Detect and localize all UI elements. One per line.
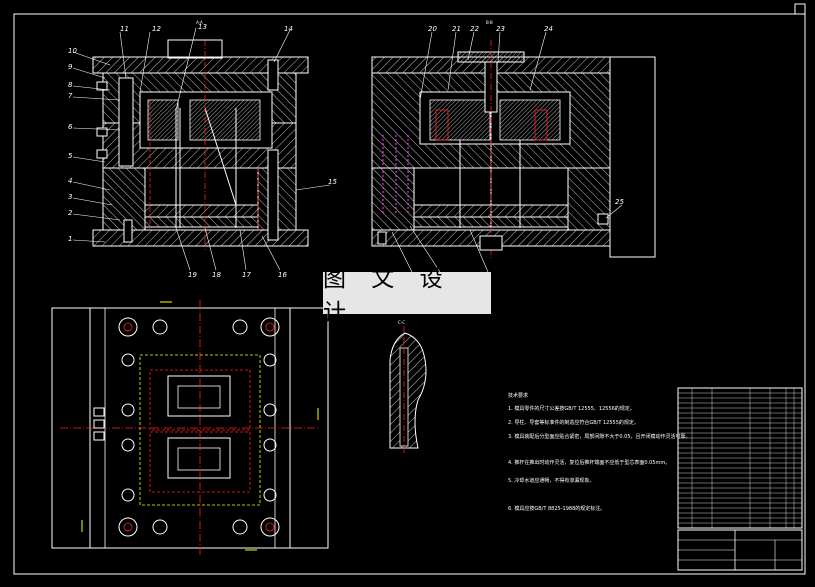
svg-text:23: 23 xyxy=(496,25,505,33)
tech-item: 2. 导柱、导套等标准件的制造应符合GB/T 12555的规定。 xyxy=(508,419,639,426)
watermark-label: 图 文 设 计 xyxy=(323,266,491,326)
svg-text:11: 11 xyxy=(120,25,129,33)
callouts-left xyxy=(72,27,331,271)
callouts-right xyxy=(391,31,623,273)
title-block xyxy=(677,529,803,571)
sheet-border xyxy=(13,13,806,575)
svg-text:24: 24 xyxy=(544,25,553,33)
tech-item: 1. 模具零件的尺寸公差按GB/T 12555、12556的规定。 xyxy=(508,405,635,412)
section-mark-a-a: A-A xyxy=(196,20,203,25)
svg-text:3: 3 xyxy=(68,193,72,201)
svg-text:19: 19 xyxy=(188,271,197,279)
section-view-a-a xyxy=(92,39,309,250)
svg-text:25: 25 xyxy=(615,198,624,206)
tech-item: 4. 推杆在推出时动作灵活，复位后推杆端面不应低于型芯表面0.05mm。 xyxy=(508,459,670,466)
svg-text:18: 18 xyxy=(212,271,221,279)
svg-text:20: 20 xyxy=(428,25,437,33)
section-mark-c-c: C-C xyxy=(398,320,405,325)
svg-text:21: 21 xyxy=(452,25,461,33)
tech-item: 3. 模具装配后分型面应贴合紧密，局部间隙不大于0.05，且开闭模动作灵活可靠。 xyxy=(508,433,691,440)
svg-text:12: 12 xyxy=(152,25,161,33)
svg-text:6: 6 xyxy=(68,123,73,131)
tech-item: 5. 冷却水道应通畅，不得有渗漏现象。 xyxy=(508,477,594,484)
svg-text:10: 10 xyxy=(68,47,77,55)
svg-text:15: 15 xyxy=(328,178,337,186)
part-detail-view: C-C xyxy=(389,320,427,454)
svg-text:5: 5 xyxy=(68,152,73,160)
svg-text:13: 13 xyxy=(198,23,207,31)
svg-text:8: 8 xyxy=(68,81,73,89)
svg-text:22: 22 xyxy=(470,25,479,33)
sheet-corner-mark xyxy=(794,3,806,15)
svg-text:1: 1 xyxy=(68,235,72,243)
svg-text:2: 2 xyxy=(68,209,73,217)
section-mark-b-b: B-B xyxy=(486,20,493,25)
svg-text:17: 17 xyxy=(242,271,251,279)
svg-text:14: 14 xyxy=(284,25,293,33)
svg-text:7: 7 xyxy=(68,92,73,100)
bill-of-materials xyxy=(677,387,803,529)
svg-text:9: 9 xyxy=(68,63,73,71)
tech-item: 6. 模具应按GB/T 8825-1988的规定标注。 xyxy=(508,505,605,512)
svg-text:16: 16 xyxy=(278,271,287,279)
technical-requirements: 技术要求 1. 模具零件的尺寸公差按GB/T 12555、12556的规定。 2… xyxy=(508,392,691,512)
section-view-b-b xyxy=(371,40,656,260)
tech-title: 技术要求 xyxy=(508,392,528,399)
svg-text:4: 4 xyxy=(68,177,72,185)
callout-labels-left: 10 9 8 7 6 5 4 3 2 1 11 12 13 14 15 16 1… xyxy=(68,23,337,279)
plan-view xyxy=(51,300,329,556)
